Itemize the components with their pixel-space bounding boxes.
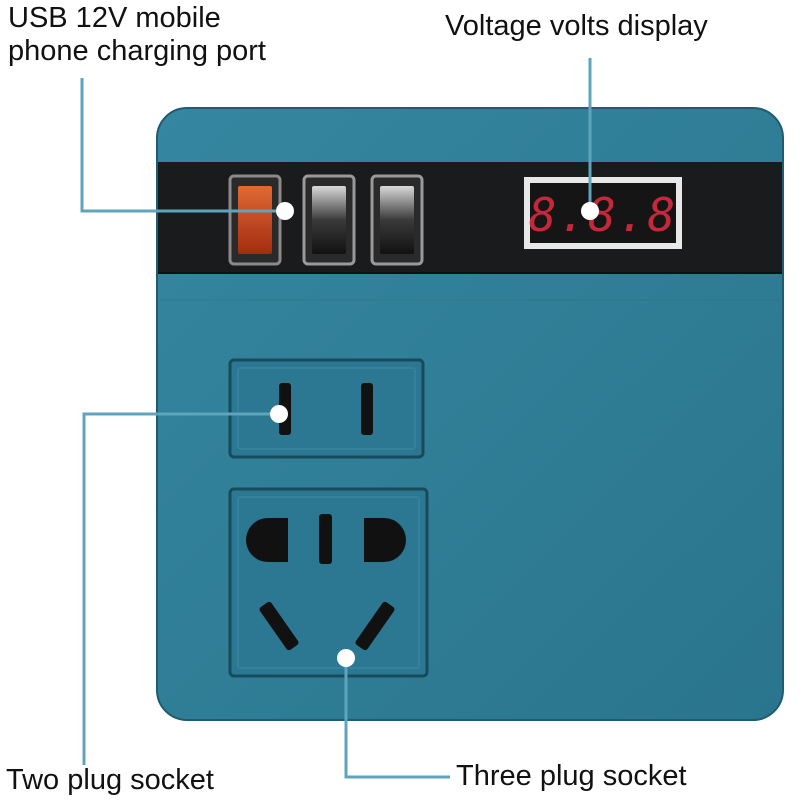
two-plug-pointer-dot xyxy=(270,405,288,423)
two-plug-socket-callout: Two plug socket xyxy=(6,764,214,796)
socket-slot xyxy=(355,601,395,651)
two-plug-socket[interactable] xyxy=(228,358,425,459)
socket-slot xyxy=(364,518,406,562)
three-plug-pointer-dot xyxy=(337,649,355,667)
three-plug-socket-callout: Three plug socket xyxy=(456,760,687,792)
socket-slot xyxy=(259,601,299,651)
usb-port-black-2[interactable] xyxy=(370,174,424,266)
usb-port-orange[interactable] xyxy=(228,174,282,266)
voltage-pointer-dot xyxy=(581,202,599,220)
socket-slot xyxy=(361,383,373,435)
socket-slot xyxy=(319,514,332,564)
two-plug-leader xyxy=(82,412,279,765)
three-plug-socket[interactable] xyxy=(228,487,429,678)
usb-pointer-dot xyxy=(276,202,294,220)
leader-lines xyxy=(80,58,592,779)
voltage-display: 8.8.8 xyxy=(524,177,682,249)
three-plug-leader xyxy=(344,658,450,779)
voltage-display-callout: Voltage volts display xyxy=(445,10,708,42)
usb-port-black-1[interactable] xyxy=(302,174,356,266)
voltage-display-reading: 8.8.8 xyxy=(529,188,677,242)
socket-slot xyxy=(246,518,288,562)
usb-leader xyxy=(80,78,285,213)
usb-port-callout: USB 12V mobile phone charging port xyxy=(8,2,266,67)
